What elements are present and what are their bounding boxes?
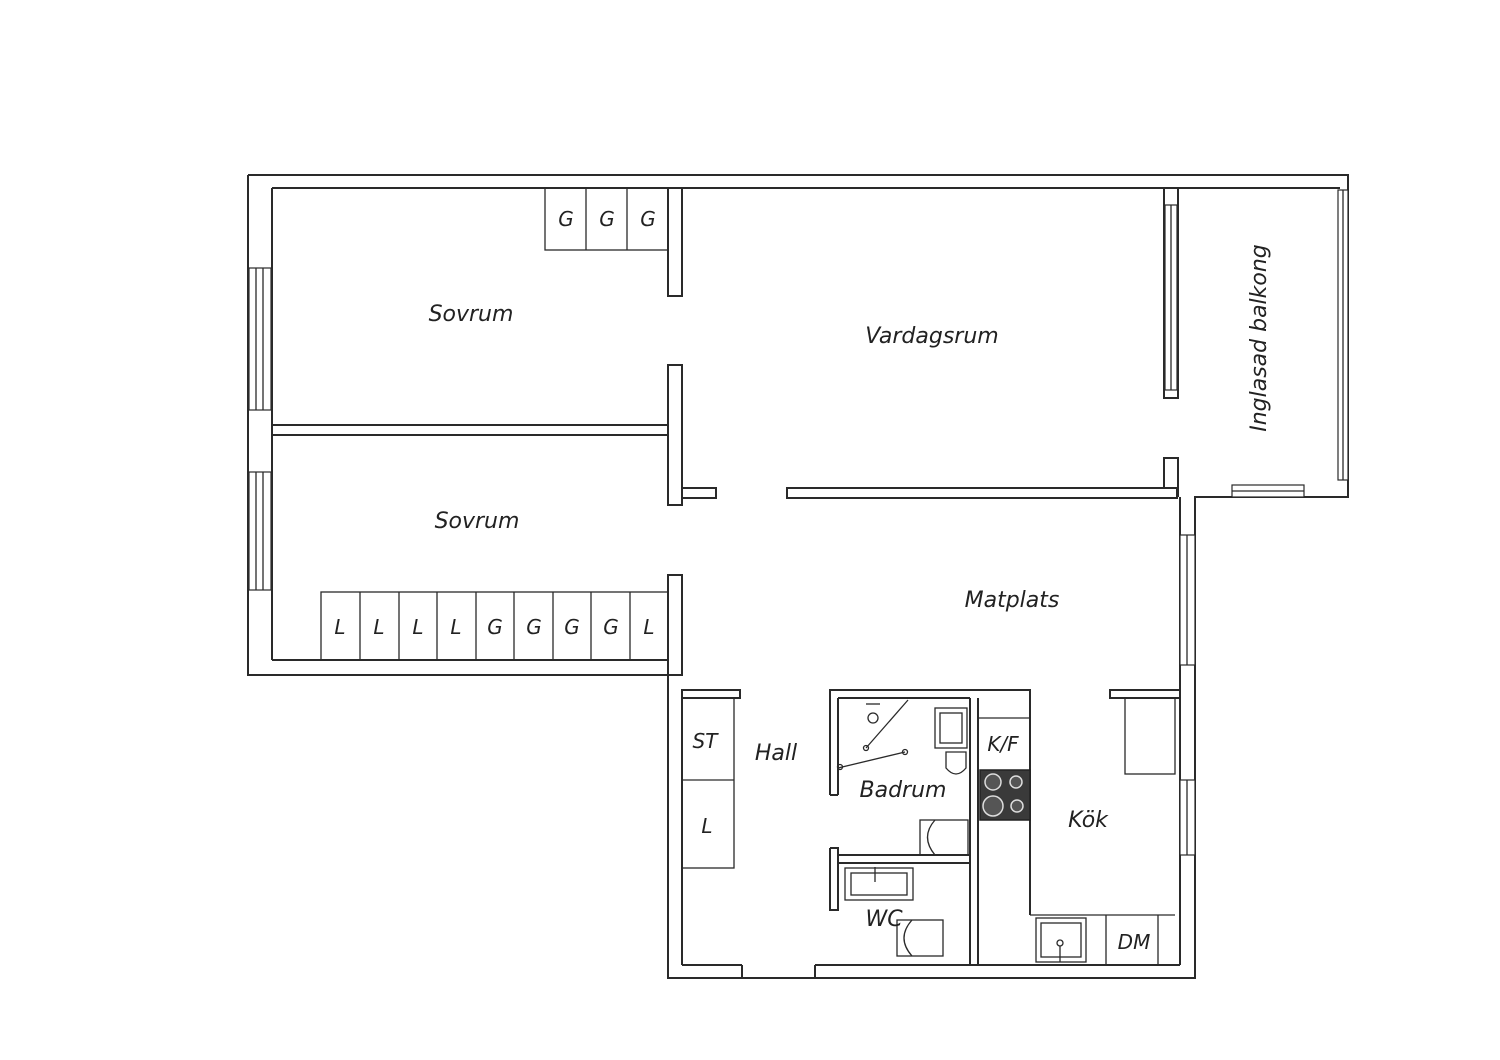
wardrobe-bottom-7: G: [564, 615, 580, 639]
wardrobe-bottom-4: L: [450, 615, 461, 639]
stove: [979, 769, 1031, 821]
room-label-sovrum-2: Sovrum: [435, 509, 520, 534]
room-label-vardagsrum: Vardagsrum: [865, 324, 998, 349]
hall-l-label: L: [701, 814, 712, 838]
hall-storage: ST L: [681, 689, 741, 869]
room-label-wc: WC: [865, 907, 903, 932]
wardrobe-bottom-6: G: [526, 615, 542, 639]
wardrobe-top-3: G: [640, 207, 656, 231]
room-label-matplats: Matplats: [965, 588, 1060, 613]
wardrobe-top-2: G: [599, 207, 615, 231]
bathroom-walls: [829, 689, 1031, 965]
hall-st-label: ST: [693, 729, 720, 753]
wardrobe-bottom-9: L: [643, 615, 654, 639]
wardrobe-bottom-5: G: [487, 615, 503, 639]
room-label-sovrum-1: Sovrum: [429, 302, 514, 327]
wardrobe-top-1: G: [558, 207, 574, 231]
kitchen-sink: [1035, 917, 1087, 963]
wardrobe-bottom-2: L: [373, 615, 384, 639]
kf-label: K/F: [987, 732, 1019, 756]
wardrobe-bottom: L L L L G G G G L: [320, 591, 669, 661]
wc-fixtures: [844, 867, 944, 957]
kitchen-shelf: [1109, 689, 1181, 775]
room-label-hall: Hall: [755, 741, 797, 766]
dm-label: DM: [1118, 930, 1151, 954]
room-label-kok: Kök: [1068, 808, 1109, 833]
bathroom-fixtures: [836, 699, 969, 856]
wardrobe-bottom-1: L: [334, 615, 345, 639]
wardrobe-top: G G G: [544, 187, 669, 251]
room-label-badrum: Badrum: [860, 778, 947, 803]
room-label-balkong: Inglasad balkong: [1247, 244, 1272, 432]
windows: [248, 189, 1349, 856]
wardrobe-bottom-8: G: [603, 615, 619, 639]
wardrobe-bottom-3: L: [412, 615, 423, 639]
